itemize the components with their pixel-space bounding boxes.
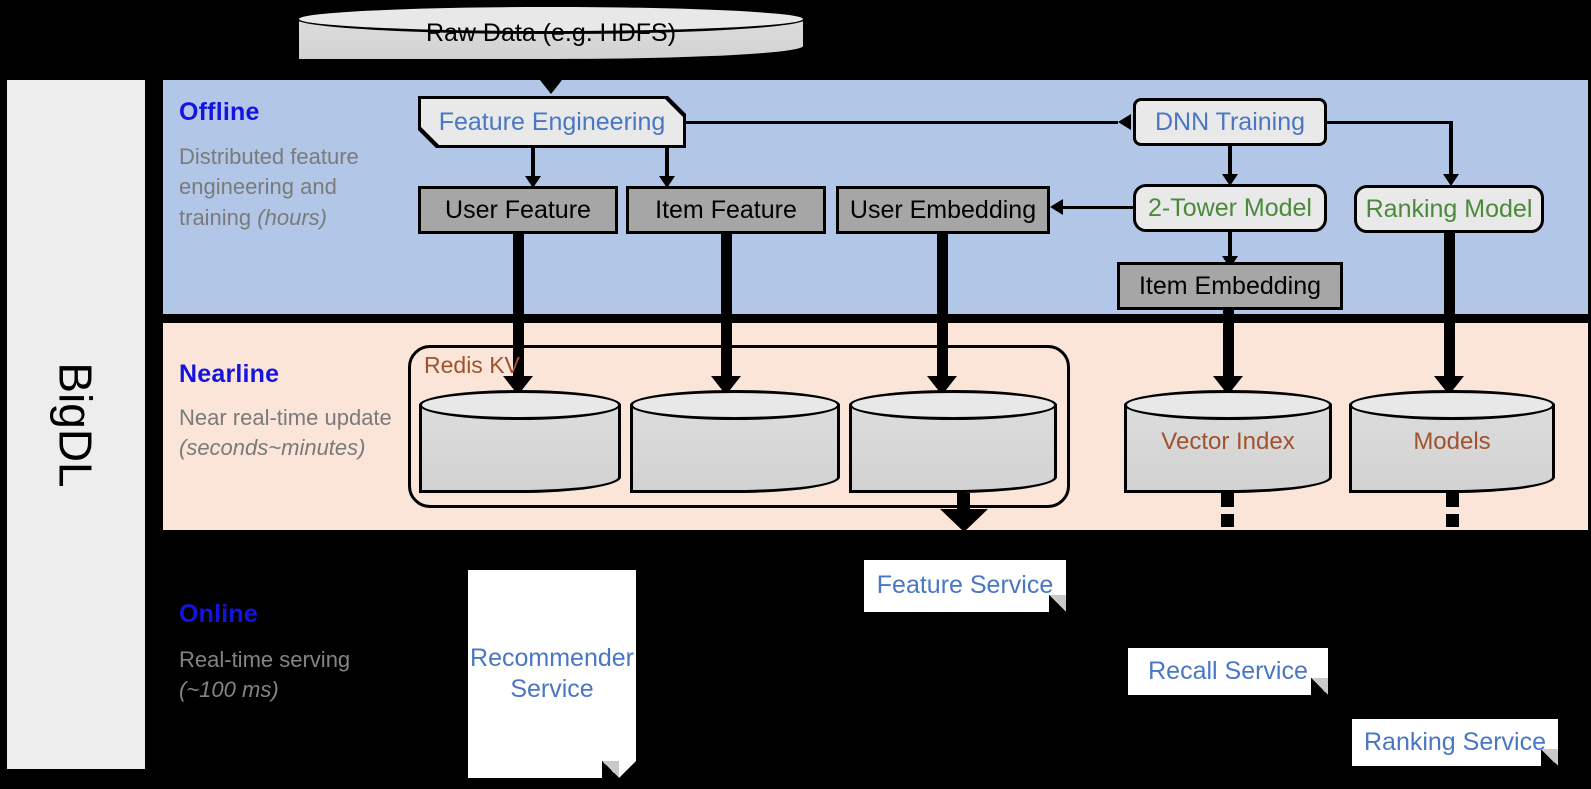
- online-title: Online: [179, 600, 258, 628]
- pipe-itemembedding-vectorindex: [1223, 310, 1234, 384]
- vector-index-top: [1124, 390, 1332, 420]
- connector-dnn-ranking-h: [1327, 121, 1452, 124]
- models-top: [1349, 390, 1555, 420]
- feature-engineering-box[interactable]: Feature Engineering: [421, 99, 683, 145]
- recommender-service-label: Recommender Service: [470, 643, 634, 703]
- user-embedding-store-cylinder[interactable]: [849, 390, 1057, 493]
- online-subtitle-italic: (~100 ms): [179, 677, 279, 703]
- user-embedding-store-top: [849, 390, 1057, 420]
- connector-models-ranking-seg2: [1446, 514, 1459, 527]
- pipe-userembedding-store: [937, 234, 948, 384]
- pipe-itemfeature-store: [721, 234, 732, 384]
- connector-redis-featureservice-stub: [957, 493, 970, 511]
- raw-data-label: Raw Data (e.g. HDFS): [425, 18, 677, 47]
- item-feature-label: Item Feature: [655, 195, 797, 224]
- nearline-subtitle: Near real-time update (seconds~minutes): [179, 403, 409, 464]
- pipe-userfeature-store: [513, 234, 524, 384]
- two-tower-model-label: 2-Tower Model: [1148, 193, 1312, 222]
- connector-fe-itemfeature: [665, 148, 669, 180]
- recommender-service-card[interactable]: Recommender Service: [468, 570, 636, 778]
- nearline-title: Nearline: [179, 360, 280, 388]
- user-embedding-box[interactable]: User Embedding: [836, 186, 1050, 234]
- connector-twotower-itememb: [1228, 232, 1232, 262]
- arrowhead-redis-featureservice: [940, 509, 988, 532]
- connector-dnn-ranking-v: [1449, 121, 1453, 179]
- models-label: Models: [1413, 427, 1491, 455]
- connector-rawdata-fe: [549, 62, 554, 82]
- ranking-model-box[interactable]: Ranking Model: [1354, 185, 1544, 233]
- connector-dnn-twotower: [1228, 146, 1232, 178]
- feature-service-card[interactable]: Feature Service: [864, 560, 1066, 612]
- user-feature-label: User Feature: [445, 195, 591, 224]
- models-cylinder[interactable]: Models: [1349, 390, 1555, 493]
- item-feature-store-top: [630, 390, 840, 420]
- vector-index-label: Vector Index: [1161, 427, 1295, 455]
- arrowhead-dnn-ranking: [1443, 174, 1459, 186]
- connector-twotower-userembedding: [1063, 206, 1135, 209]
- connector-fe-dnn: [686, 121, 1118, 124]
- bigdl-framework-band: BigDL: [4, 77, 148, 772]
- item-feature-store-cylinder[interactable]: [630, 390, 840, 493]
- offline-title: Offline: [179, 98, 260, 126]
- feature-engineering-label: Feature Engineering: [438, 107, 666, 136]
- online-subtitle: Real-time serving (~100 ms): [179, 645, 394, 706]
- arrowhead-twotower-userembedding: [1050, 199, 1063, 215]
- user-embedding-label: User Embedding: [849, 195, 1037, 224]
- ranking-service-card[interactable]: Ranking Service: [1352, 719, 1558, 766]
- item-embedding-box[interactable]: Item Embedding: [1117, 262, 1343, 310]
- offline-subtitle: Distributed feature engineering and trai…: [179, 142, 394, 233]
- item-embedding-label: Item Embedding: [1138, 271, 1322, 300]
- raw-data-cylinder: Raw Data (e.g. HDFS): [296, 4, 806, 62]
- dnn-training-box[interactable]: DNN Training: [1133, 98, 1327, 146]
- dnn-training-label: DNN Training: [1154, 107, 1306, 136]
- item-feature-box[interactable]: Item Feature: [626, 186, 826, 234]
- connector-vectorindex-recall-seg2: [1221, 514, 1234, 527]
- connector-fe-userfeature: [531, 148, 535, 180]
- feature-service-fold-icon: [1049, 595, 1066, 612]
- connector-models-ranking-seg1: [1446, 490, 1459, 507]
- offline-subtitle-main: Distributed feature engineering and trai…: [179, 144, 359, 230]
- two-tower-model-box[interactable]: 2-Tower Model: [1133, 184, 1327, 232]
- nearline-subtitle-italic: (seconds~minutes): [179, 435, 366, 461]
- arrowhead-rawdata-fe: [536, 75, 566, 94]
- connector-vectorindex-recall-seg1: [1221, 490, 1234, 507]
- online-subtitle-main: Real-time serving: [179, 647, 351, 672]
- item-feature-store-label: [630, 390, 840, 493]
- recall-service-label: Recall Service: [1148, 656, 1308, 685]
- user-feature-store-top: [419, 390, 621, 420]
- user-embedding-store-label: [849, 390, 1057, 493]
- raw-data-cylinder-top: [296, 4, 806, 34]
- vector-index-cylinder[interactable]: Vector Index: [1124, 390, 1332, 493]
- feature-service-label: Feature Service: [876, 571, 1054, 600]
- recall-service-card[interactable]: Recall Service: [1128, 648, 1328, 695]
- redis-kv-label: Redis KV: [424, 352, 520, 378]
- pipe-rankingmodel-models: [1444, 233, 1455, 384]
- redis-kv-group: [408, 345, 1070, 508]
- arrowhead-dnn-twotower: [1222, 174, 1238, 186]
- offline-subtitle-italic: (hours): [257, 204, 327, 230]
- user-feature-store-label: [419, 390, 621, 493]
- recommender-service-fold-icon: [602, 761, 619, 778]
- arrowhead-fe-userfeature: [525, 176, 541, 188]
- ranking-model-label: Ranking Model: [1365, 194, 1533, 223]
- nearline-subtitle-main: Near real-time update: [179, 405, 392, 430]
- user-feature-store-cylinder[interactable]: [419, 390, 621, 493]
- ranking-service-fold-icon: [1541, 749, 1558, 766]
- ranking-service-label: Ranking Service: [1363, 727, 1547, 756]
- user-feature-box[interactable]: User Feature: [418, 186, 618, 234]
- arrowhead-fe-itemfeature: [659, 176, 675, 188]
- recall-service-fold-icon: [1311, 678, 1328, 695]
- bigdl-label: BigDL: [49, 361, 102, 488]
- arrowhead-fe-dnn: [1118, 114, 1131, 130]
